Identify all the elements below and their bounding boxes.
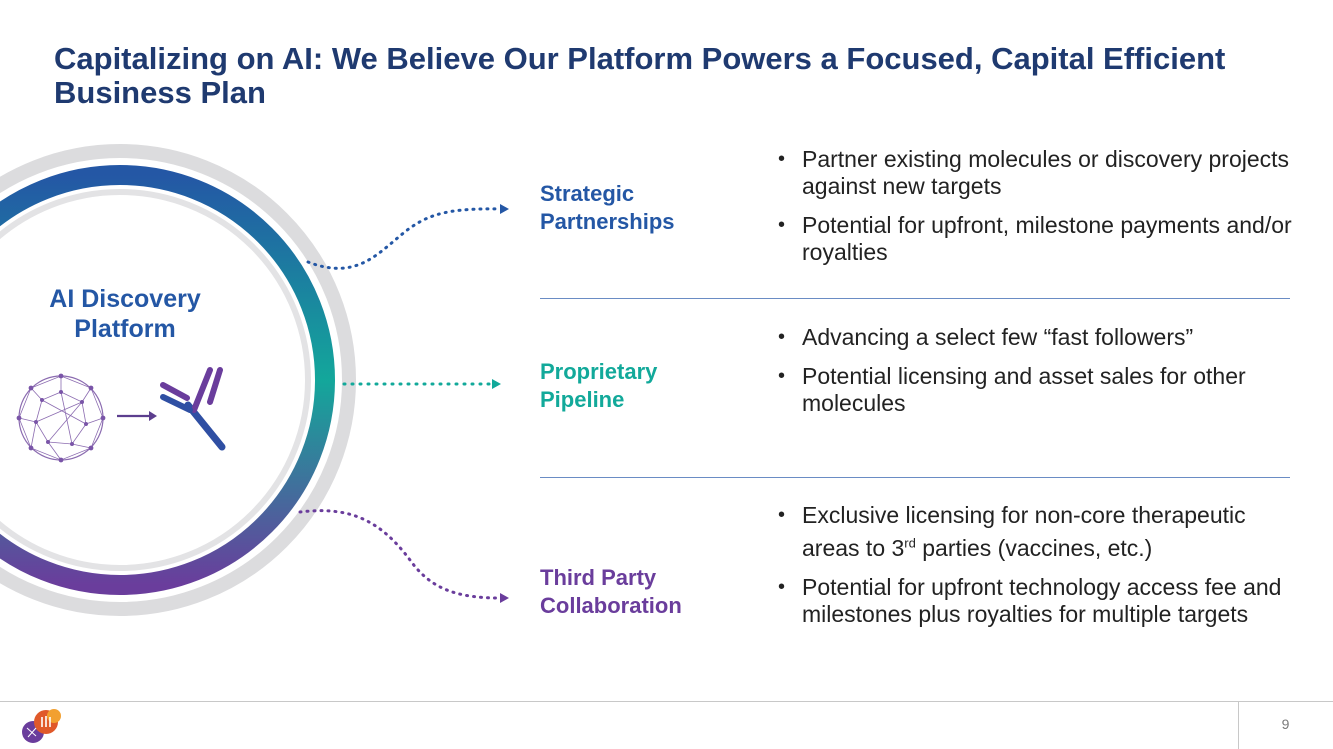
company-logo-icon [22, 709, 61, 743]
ordinal-superscript: rd [904, 535, 916, 550]
bullet-text: Advancing a select few “fast followers” [802, 324, 1194, 350]
bullet-text: Potential for upfront, milestone payment… [802, 212, 1292, 265]
bullet-item: • Potential for upfront, milestone paymen… [778, 212, 1298, 266]
bullet-text: Potential for upfront technology access … [802, 573, 1282, 627]
arrow-right-icon [117, 411, 157, 421]
arrowhead-proprietary [492, 379, 501, 389]
section-label-line2: Pipeline [540, 387, 625, 412]
section-label-line2: Partnerships [540, 209, 675, 234]
bullet-glyph: • [778, 575, 786, 598]
bullet-glyph: • [778, 504, 786, 526]
connector-strategic [306, 207, 502, 270]
platform-label: AI Discovery Platform [30, 284, 220, 344]
arrowhead-strategic [500, 204, 509, 214]
bullet-item: • Partner existing molecules or discovery… [778, 146, 1298, 200]
bullet-glyph: • [778, 148, 786, 170]
strategic-partnerships-label: Strategic Partnerships [540, 180, 675, 236]
bullet-glyph: • [778, 365, 786, 387]
inner-grey-ring [0, 189, 311, 571]
slide-title: Capitalizing on AI: We Believe Our Platf… [54, 41, 1226, 110]
polyhedron-molecule-icon [16, 373, 106, 463]
connector-third [298, 509, 502, 600]
bullet-glyph: • [778, 214, 786, 236]
outer-grey-ring [0, 144, 356, 616]
platform-label-line1: AI Discovery [49, 285, 201, 313]
platform-label-line2: Platform [74, 315, 176, 343]
section-label-line2: Collaboration [540, 593, 682, 618]
section-label-line1: Third Party [540, 565, 657, 590]
page-number: 9 [1281, 716, 1290, 732]
proprietary-pipeline-bullets: • Advancing a select few “fast followers”… [778, 324, 1298, 429]
section-label-line1: Proprietary [540, 359, 658, 384]
third-party-collaboration-label: Third Party Collaboration [540, 564, 682, 620]
antibody-icon [160, 367, 226, 451]
footer-divider [0, 701, 1333, 702]
bullet-item: • Potential for upfront technology access… [778, 574, 1298, 628]
bullet-text-after: parties (vaccines, etc.) [915, 534, 1153, 561]
section-divider [540, 477, 1290, 478]
platform-graphic [0, 144, 509, 616]
bullet-item: • Exclusive licensing for non-core therap… [778, 502, 1298, 562]
bullet-text: Partner existing molecules or discovery … [802, 146, 1290, 199]
bullet-text: Exclusive licensing for non-core therape… [802, 502, 1246, 561]
third-party-collaboration-bullets: • Exclusive licensing for non-core therap… [778, 502, 1298, 640]
gradient-ring [0, 165, 335, 595]
bullet-glyph: • [778, 326, 786, 348]
arrowhead-third [500, 593, 509, 603]
strategic-partnerships-bullets: • Partner existing molecules or discovery… [778, 146, 1298, 278]
bullet-text-before: Exclusive licensing for non-core therape… [802, 502, 1246, 561]
section-divider [540, 298, 1290, 299]
proprietary-pipeline-label: Proprietary Pipeline [540, 358, 657, 414]
footer-vertical-divider [1238, 701, 1239, 749]
section-label-line1: Strategic [540, 181, 635, 206]
bullet-item: • Advancing a select few “fast followers” [778, 324, 1298, 351]
bullet-text: Potential licensing and asset sales for … [802, 363, 1246, 416]
bullet-item: • Potential licensing and asset sales for… [778, 363, 1298, 417]
